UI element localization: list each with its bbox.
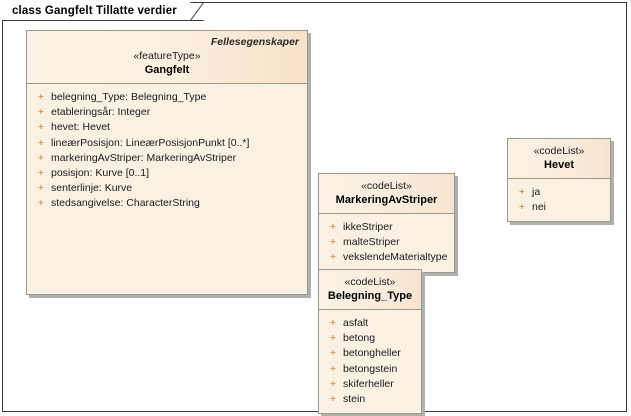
visibility-marker: + [329, 377, 337, 390]
attribute-signature: asfalt [343, 317, 369, 329]
visibility-marker: + [518, 186, 526, 198]
attribute-row[interactable]: + malteStriper [323, 235, 450, 250]
attribute-list-gangfelt: + belegning_Type: Belegning_Type + etabl… [27, 84, 307, 294]
attribute-row[interactable]: + betong [323, 331, 417, 346]
class-box-markeringavstriper[interactable]: «codeList» MarkeringAvStriper + ikkeStri… [318, 173, 455, 273]
visibility-marker: + [37, 91, 45, 103]
attribute-row[interactable]: + senterlinje: Kurve [31, 181, 303, 196]
attribute-signature: vekslendeMaterialtype [343, 251, 448, 264]
attribute-row[interactable]: + vekslendeMaterialtype [323, 250, 450, 265]
visibility-marker: + [37, 182, 45, 195]
attribute-row[interactable]: + stein [323, 392, 417, 407]
attribute-row[interactable]: + ikkeStriper [323, 220, 450, 235]
diagram-title-tab[interactable]: class Gangfelt Tillatte verdier [2, 2, 204, 21]
attribute-row[interactable]: + etableringsår: Integer [31, 105, 303, 120]
attribute-row[interactable]: + asfalt [323, 316, 417, 331]
package-label-gangfelt: Fellesegenskaper [210, 36, 299, 48]
visibility-marker: + [37, 197, 45, 210]
visibility-marker: + [329, 251, 337, 264]
visibility-marker: + [37, 106, 45, 119]
class-box-belegning-type[interactable]: «codeList» Belegning_Type + asfalt + bet… [318, 269, 422, 415]
class-header-hevet: «codeList» Hevet [508, 139, 610, 179]
attribute-signature: belegning_Type: Belegning_Type [51, 91, 207, 103]
class-header-belegning-type: «codeList» Belegning_Type [319, 270, 421, 310]
stereotype-hevet: «codeList» [533, 145, 585, 157]
visibility-marker: + [329, 221, 337, 233]
visibility-marker: + [329, 347, 337, 360]
attribute-signature: lineærPosisjon: LineærPosisjonPunkt [0..… [51, 136, 250, 149]
class-box-gangfelt[interactable]: Fellesegenskaper «featureType» Gangfelt … [26, 30, 308, 295]
attribute-row[interactable]: + markeringAvStriper: MarkeringAvStriper [31, 151, 303, 166]
attribute-row[interactable]: + betongstein [323, 362, 417, 377]
class-header-gangfelt: Fellesegenskaper «featureType» Gangfelt [27, 31, 307, 84]
visibility-marker: + [37, 136, 45, 149]
attribute-signature: skiferheller [343, 377, 394, 390]
class-name-gangfelt: Gangfelt [144, 64, 190, 76]
class-name-belegning-type: Belegning_Type [327, 290, 413, 302]
attribute-list-markeringavstriper: + ikkeStriper + malteStriper + vekslende… [319, 214, 454, 272]
visibility-marker: + [329, 236, 337, 249]
stereotype-gangfelt: «featureType» [133, 50, 201, 62]
attribute-signature: posisjon: Kurve [0..1] [51, 167, 150, 180]
visibility-marker: + [518, 201, 526, 214]
stereotype-belegning-type: «codeList» [344, 276, 396, 288]
visibility-marker: + [37, 121, 45, 134]
attribute-signature: ja [532, 186, 541, 198]
stereotype-markeringavstriper: «codeList» [361, 180, 412, 192]
attribute-signature: stedsangivelse: CharacterString [51, 197, 200, 210]
attribute-signature: nei [532, 201, 547, 214]
visibility-marker: + [37, 151, 45, 164]
attribute-signature: betongstein [343, 362, 398, 375]
class-name-hevet: Hevet [544, 159, 574, 171]
visibility-marker: + [329, 393, 337, 406]
class-name-markeringavstriper: MarkeringAvStriper [335, 194, 438, 206]
attribute-signature: etableringsår: Integer [51, 106, 151, 119]
attribute-list-belegning-type: + asfalt + betong + betongheller + beton… [319, 310, 421, 414]
visibility-marker: + [329, 332, 337, 345]
attribute-signature: hevet: Hevet [51, 121, 110, 134]
attribute-row[interactable]: + skiferheller [323, 377, 417, 392]
attribute-signature: senterlinje: Kurve [51, 182, 133, 195]
diagram-title-label: class Gangfelt Tillatte verdier [12, 5, 177, 17]
attribute-signature: stein [343, 393, 366, 406]
attribute-list-hevet: + ja + nei [508, 179, 610, 222]
class-header-markeringavstriper: «codeList» MarkeringAvStriper [319, 174, 454, 214]
attribute-row[interactable]: + betongheller [323, 346, 417, 361]
attribute-signature: malteStriper [343, 236, 400, 249]
class-box-hevet[interactable]: «codeList» Hevet + ja + nei [507, 138, 611, 223]
attribute-signature: betong [343, 332, 376, 345]
attribute-signature: betongheller [343, 347, 401, 360]
attribute-row[interactable]: + lineærPosisjon: LineærPosisjonPunkt [0… [31, 136, 303, 151]
attribute-row[interactable]: + posisjon: Kurve [0..1] [31, 166, 303, 181]
visibility-marker: + [37, 167, 45, 180]
attribute-row[interactable]: + stedsangivelse: CharacterString [31, 196, 303, 211]
attribute-row[interactable]: + ja [512, 185, 606, 200]
attribute-row[interactable]: + hevet: Hevet [31, 120, 303, 135]
visibility-marker: + [329, 317, 337, 329]
visibility-marker: + [329, 362, 337, 375]
attribute-signature: markeringAvStriper: MarkeringAvStriper [51, 151, 237, 164]
attribute-row[interactable]: + belegning_Type: Belegning_Type [31, 90, 303, 105]
attribute-row[interactable]: + nei [512, 200, 606, 215]
attribute-signature: ikkeStriper [343, 221, 393, 233]
